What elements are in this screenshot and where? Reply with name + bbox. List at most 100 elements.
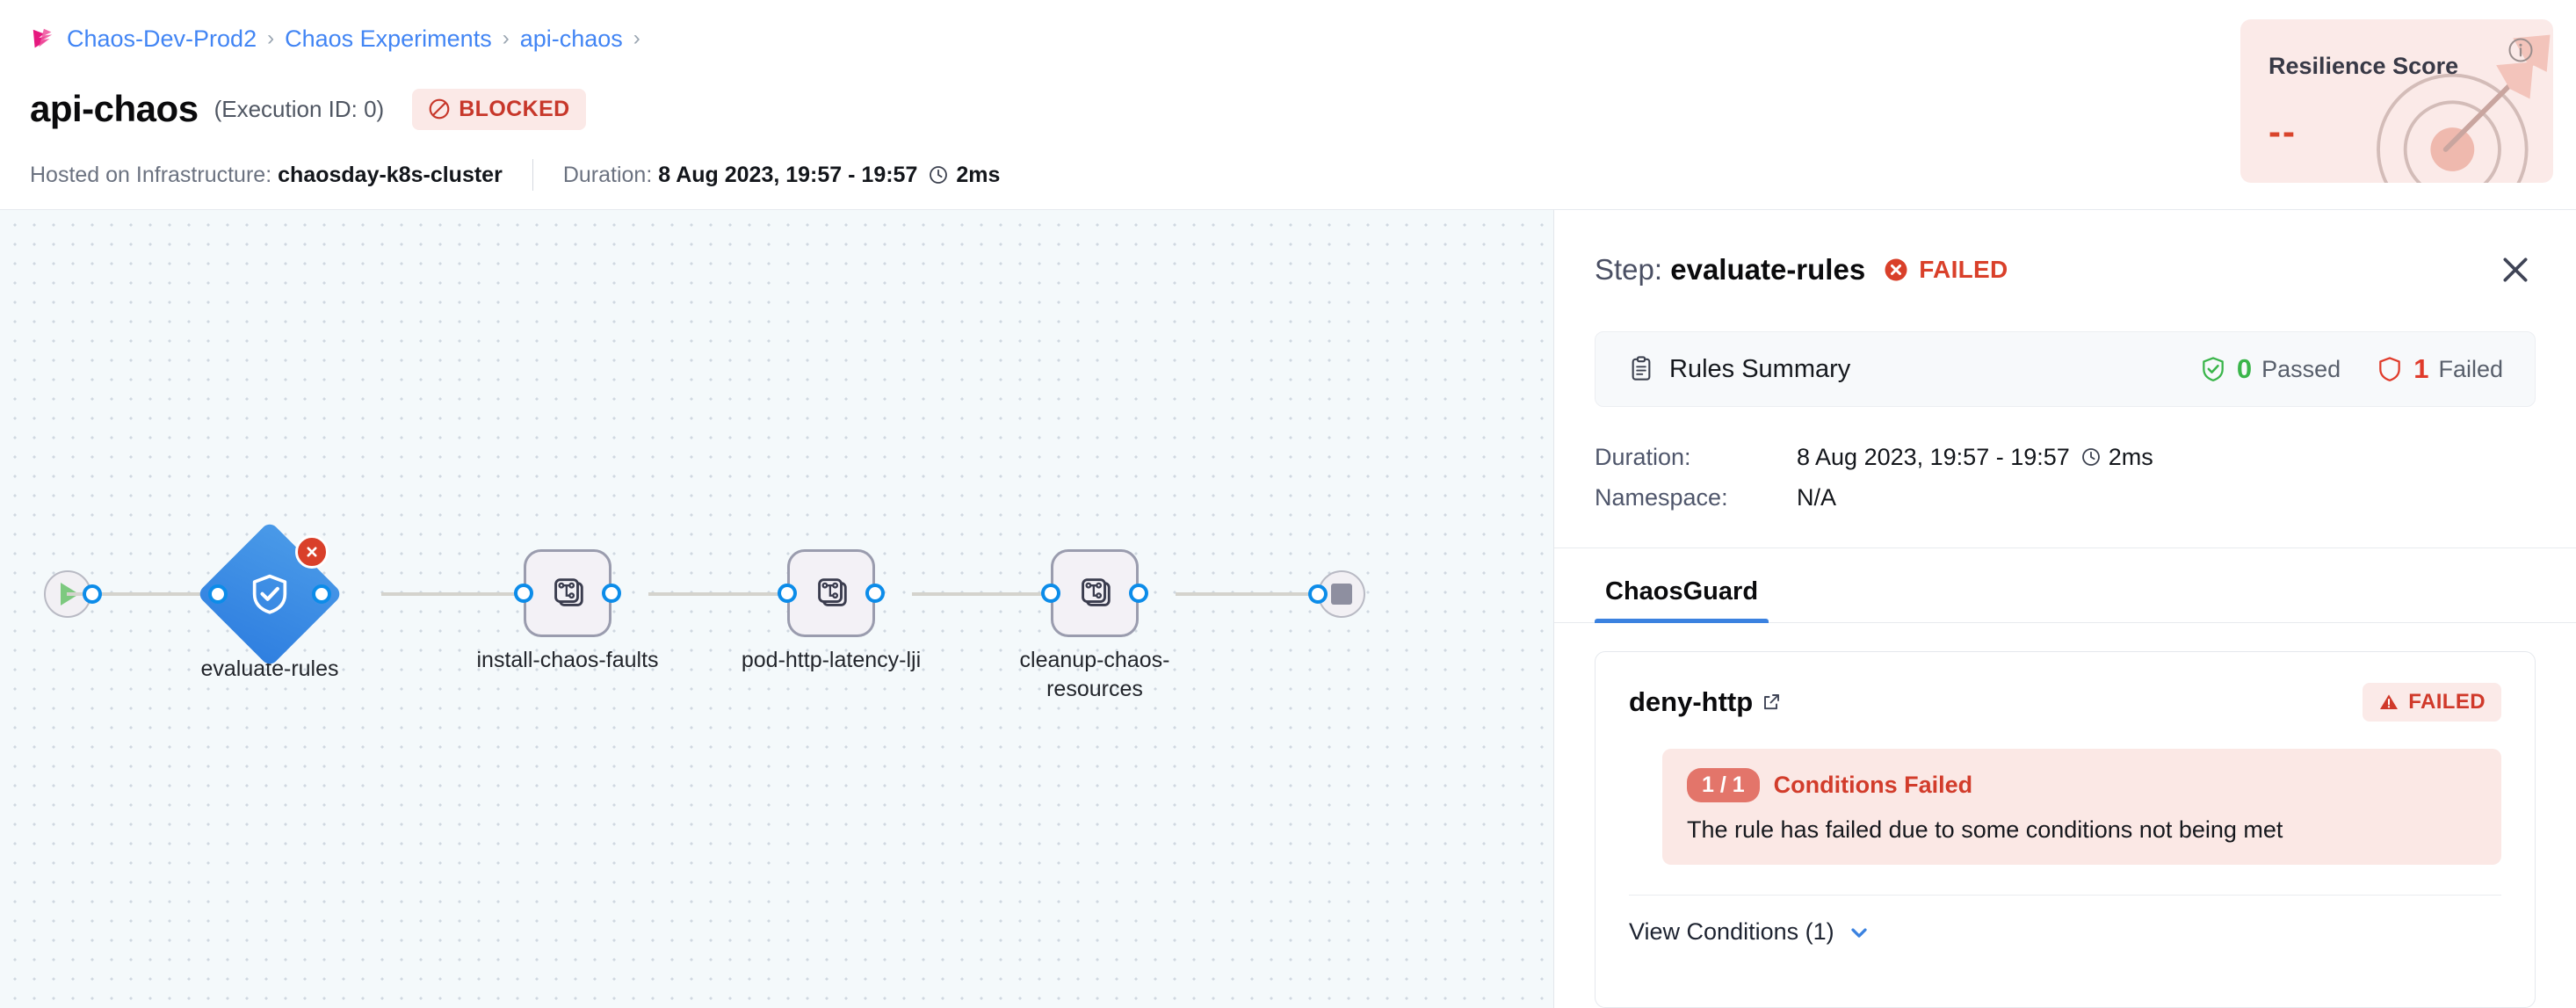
title-row: api-chaos (Execution ID: 0) BLOCKED bbox=[30, 84, 2546, 134]
rule-status-label: FAILED bbox=[2408, 690, 2486, 714]
step-details-list: Duration: 8 Aug 2023, 19:57 - 19:57 2ms … bbox=[1554, 407, 2576, 548]
rules-passed-stat: 0 Passed bbox=[2199, 353, 2341, 385]
step-prefix: Step: bbox=[1595, 253, 1663, 286]
shield-check-icon bbox=[218, 542, 322, 646]
conditions-failed-box: 1 / 1 Conditions Failed The rule has fai… bbox=[1662, 749, 2501, 866]
duration-time: 2ms bbox=[956, 162, 1001, 187]
chaos-stack-icon bbox=[818, 578, 847, 606]
resilience-score-value: -- bbox=[2268, 111, 2297, 152]
node-pod-http-latency-lji-port-out[interactable] bbox=[865, 584, 885, 603]
resilience-score-title: Resilience Score bbox=[2268, 53, 2459, 79]
rules-list: deny-http FAILED bbox=[1554, 623, 2576, 1008]
breadcrumb-item-2[interactable]: api-chaos bbox=[519, 25, 623, 52]
view-conditions-label: View Conditions (1) bbox=[1629, 918, 1834, 946]
chevron-down-icon bbox=[1850, 928, 1867, 938]
clock-icon bbox=[930, 166, 948, 184]
external-link-icon[interactable] bbox=[1761, 692, 1782, 713]
stop-icon bbox=[1331, 584, 1352, 605]
node-install-chaos-faults-port-out[interactable] bbox=[602, 584, 621, 603]
edge-start-to-evaluate-rules bbox=[67, 592, 225, 596]
node-evaluate-rules[interactable]: evaluate-rules bbox=[196, 520, 344, 681]
rules-failed-count: 1 bbox=[2413, 353, 2429, 384]
clock-icon bbox=[2081, 448, 2100, 466]
node-install-chaos-faults-port-in[interactable] bbox=[514, 584, 533, 603]
info-icon[interactable] bbox=[2507, 37, 2534, 63]
resilience-score-card: Resilience Score -- bbox=[2240, 19, 2553, 183]
rules-failed-stat: 1 Failed bbox=[2376, 353, 2503, 385]
shield-outline-icon bbox=[2379, 357, 2401, 381]
node-evaluate-rules-port-in[interactable] bbox=[208, 584, 228, 604]
breadcrumb: Chaos-Dev-Prod2 › Chaos Experiments › ap… bbox=[30, 23, 2546, 54]
step-name: evaluate-rules bbox=[1670, 253, 1866, 286]
start-node-port-out[interactable] bbox=[83, 584, 102, 604]
node-cleanup-chaos-resources-label: cleanup-chaos-resources bbox=[1019, 648, 1170, 701]
close-icon bbox=[2503, 257, 2528, 282]
node-cleanup-chaos-resources-shape[interactable] bbox=[1051, 549, 1139, 637]
execution-id: (Execution ID: 0) bbox=[213, 95, 385, 122]
rules-summary-card: Rules Summary 0 Passed bbox=[1595, 331, 2536, 407]
node-cleanup-chaos-resources[interactable]: cleanup-chaos-resources bbox=[1020, 549, 1169, 701]
node-pod-http-latency-lji-shape[interactable] bbox=[787, 549, 875, 637]
rules-failed-label: Failed bbox=[2438, 355, 2503, 382]
tab-chaosguard[interactable]: ChaosGuard bbox=[1595, 577, 1769, 623]
view-conditions-toggle[interactable]: View Conditions (1) bbox=[1629, 895, 2501, 946]
rule-status-badge: FAILED bbox=[2363, 683, 2501, 722]
infrastructure-value: chaosday-k8s-cluster bbox=[278, 162, 503, 187]
detail-duration-range: 8 Aug 2023, 19:57 - 19:57 bbox=[1797, 443, 2070, 470]
step-details-header: Step: evaluate-rules FAILED bbox=[1554, 210, 2576, 294]
status-badge-label: BLOCKED bbox=[459, 96, 570, 121]
step-status-badge: FAILED bbox=[1883, 256, 2008, 284]
conditions-failed-description: The rule has failed due to some conditio… bbox=[1687, 816, 2283, 844]
harness-logo-icon bbox=[33, 28, 53, 48]
detail-key-namespace: Namespace: bbox=[1595, 483, 1728, 511]
breadcrumb-item-0[interactable]: Chaos-Dev-Prod2 bbox=[67, 25, 257, 52]
infrastructure-label: Hosted on Infrastructure: bbox=[30, 162, 272, 187]
node-install-chaos-faults[interactable]: install-chaos-faults bbox=[476, 549, 659, 672]
conditions-failed-title: Conditions Failed bbox=[1773, 772, 1973, 799]
blocked-circle-icon bbox=[429, 98, 450, 120]
rules-passed-count: 0 bbox=[2236, 353, 2253, 384]
chaos-stack-icon bbox=[1082, 578, 1111, 606]
page-header: Chaos-Dev-Prod2 › Chaos Experiments › ap… bbox=[0, 0, 2576, 209]
node-install-chaos-faults-shape[interactable] bbox=[524, 549, 611, 637]
page-title: api-chaos bbox=[30, 88, 199, 129]
breadcrumb-item-1[interactable]: Chaos Experiments bbox=[285, 25, 492, 52]
meta-divider bbox=[532, 159, 533, 191]
node-install-chaos-faults-label: install-chaos-faults bbox=[476, 648, 659, 672]
conditions-failed-header: 1 / 1 Conditions Failed bbox=[1687, 768, 2477, 803]
conditions-failed-count-badge: 1 / 1 bbox=[1687, 768, 1760, 803]
rules-passed-label: Passed bbox=[2261, 355, 2341, 382]
edge-install-to-latency bbox=[648, 592, 796, 596]
meta-row: Hosted on Infrastructure: chaosday-k8s-c… bbox=[30, 159, 2546, 191]
error-x-icon[interactable] bbox=[295, 535, 329, 569]
node-pod-http-latency-lji-port-in[interactable] bbox=[778, 584, 797, 603]
detail-value-duration: 8 Aug 2023, 19:57 - 19:57 2ms bbox=[1797, 444, 2153, 471]
chaos-stack-icon bbox=[554, 578, 583, 606]
node-cleanup-chaos-resources-port-out[interactable] bbox=[1129, 584, 1148, 603]
rule-name: deny-http bbox=[1629, 686, 1754, 717]
end-node-port-in[interactable] bbox=[1308, 584, 1328, 604]
body: evaluate-rules install-chaos-fault bbox=[0, 209, 2576, 1008]
error-x-icon bbox=[1885, 258, 1907, 281]
step-title: Step: evaluate-rules bbox=[1595, 253, 1865, 286]
rule-card-deny-http: deny-http FAILED bbox=[1595, 651, 2536, 1008]
target-dart-icon bbox=[2377, 34, 2551, 183]
node-pod-http-latency-lji[interactable]: pod-http-latency-lji bbox=[742, 549, 921, 672]
detail-row-namespace: Namespace: N/A bbox=[1595, 477, 2536, 518]
detail-value-namespace: N/A bbox=[1797, 483, 1837, 511]
edge-evaluate-rules-to-install bbox=[381, 592, 531, 596]
breadcrumb-separator: › bbox=[267, 26, 275, 50]
step-status-label: FAILED bbox=[1919, 256, 2008, 283]
node-pod-http-latency-lji-label: pod-http-latency-lji bbox=[741, 648, 922, 672]
rule-header: deny-http FAILED bbox=[1629, 682, 2501, 722]
breadcrumb-separator: › bbox=[502, 26, 510, 50]
duration-label: Duration: bbox=[562, 162, 653, 187]
rules-summary-title: Rules Summary bbox=[1669, 354, 1851, 383]
end-node[interactable] bbox=[1308, 570, 1365, 618]
close-panel-button[interactable] bbox=[2495, 250, 2536, 290]
breadcrumb-separator-trailing: › bbox=[633, 26, 640, 50]
pipeline-canvas[interactable]: evaluate-rules install-chaos-fault bbox=[0, 209, 1553, 1008]
node-cleanup-chaos-resources-port-in[interactable] bbox=[1041, 584, 1060, 603]
node-evaluate-rules-port-out[interactable] bbox=[312, 584, 331, 604]
